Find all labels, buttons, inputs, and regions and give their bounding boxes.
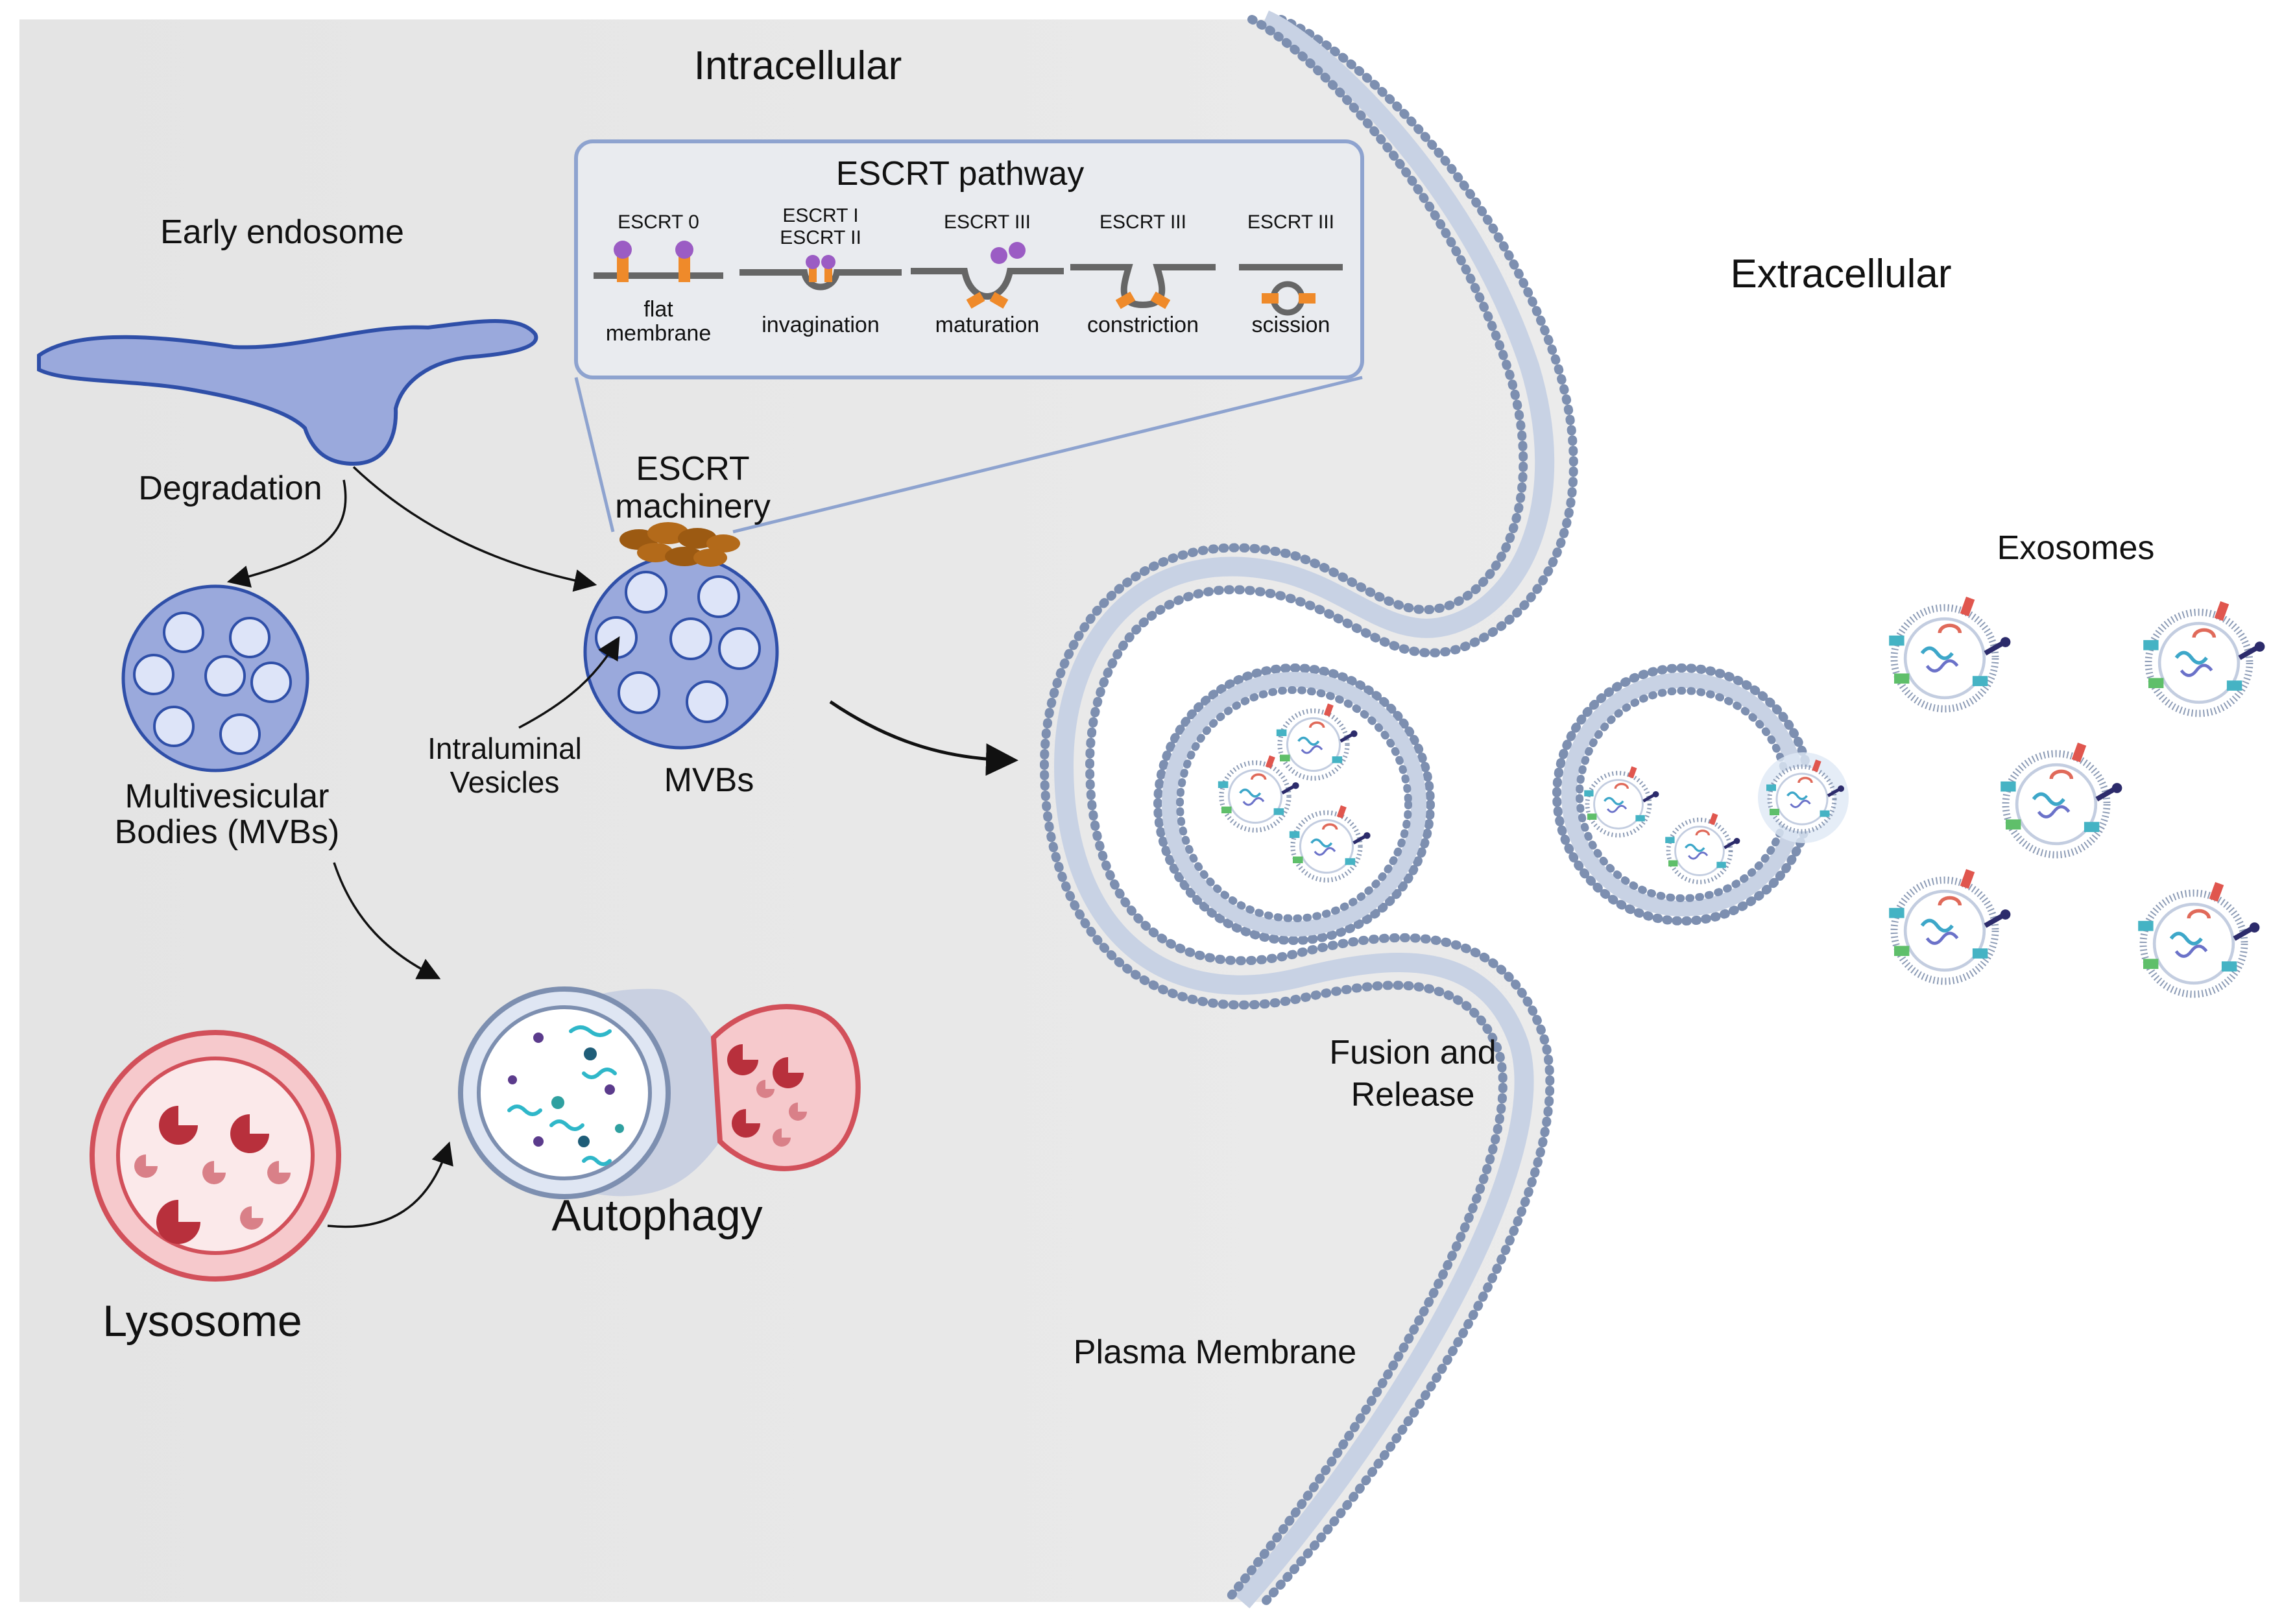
exosome-icon — [1218, 755, 1299, 833]
escrt-step-4: ESCRT III constriction — [1070, 211, 1216, 337]
mvb-label-1: Multivesicular — [125, 778, 330, 815]
escrt-machinery-label-1: ESCRT — [636, 450, 749, 488]
escrt-membrane-icon — [739, 255, 902, 291]
escrt-step-3: ESCRT III maturation — [911, 211, 1064, 337]
autophagy-label: Autophagy — [551, 1191, 762, 1240]
exosome-icon — [1289, 805, 1371, 883]
escrt-step-stage-label: invagination — [762, 313, 879, 337]
escrt-pathway-title: ESCRT pathway — [836, 155, 1084, 193]
mvb-label-2: Bodies (MVBs) — [115, 813, 340, 851]
mvbs-label: MVBs — [664, 761, 754, 799]
ilv-label-2: Vesicles — [450, 765, 560, 799]
escrt-membrane-icon — [594, 241, 723, 282]
escrt-step-stage-label-2: membrane — [606, 321, 712, 346]
escrt-step-complex-label: ESCRT I — [782, 205, 858, 226]
early-endosome-label: Early endosome — [160, 213, 404, 251]
escrt-step-5: ESCRT III scission — [1239, 211, 1343, 337]
exosome-icon — [1276, 703, 1358, 781]
escrt-step-complex-label-2: ESCRT II — [780, 227, 861, 248]
escrt-step-stage-label: flat — [643, 297, 673, 322]
extracellular-label: Extracellular — [1730, 252, 1951, 296]
escrt-step-stage-label: constriction — [1087, 313, 1199, 337]
escrt-machinery — [619, 522, 740, 567]
arrow-endosome-to-escrt-mvb — [352, 466, 597, 592]
arrow-ilv-pointer — [518, 636, 620, 729]
multivesicular-body-right — [583, 554, 779, 750]
exosome-icon — [1584, 766, 1659, 838]
arrow-mvb-to-autophagy — [333, 862, 441, 979]
escrt-membrane-icon — [1070, 264, 1216, 309]
lysosome — [90, 1030, 341, 1282]
ilv-label-1: Intraluminal — [427, 732, 582, 765]
arrow-degradation-to-mvb — [226, 479, 347, 588]
escrt-step-complex-label: ESCRT III — [944, 211, 1031, 233]
exosomes — [1218, 596, 2265, 998]
exosome-icon — [1889, 868, 2011, 985]
fusion-label-1: Fusion and — [1329, 1034, 1496, 1071]
exosome-icon — [1766, 759, 1844, 834]
plasma-membrane — [1039, 10, 1578, 1608]
escrt-membrane-icon — [911, 242, 1064, 309]
fusion-label-2: Release — [1351, 1076, 1475, 1114]
autophagosome — [458, 986, 861, 1199]
intracellular-region — [19, 19, 1574, 1602]
escrt-machinery-label-2: machinery — [615, 488, 771, 525]
early-endosome — [37, 319, 538, 466]
exosome-icon — [1889, 596, 2011, 713]
exosome-icon — [2138, 881, 2260, 998]
escrt-membrane-icon — [1239, 264, 1343, 316]
intracellular-label: Intracellular — [694, 43, 902, 88]
escrt-step-complex-label: ESCRT 0 — [618, 211, 699, 233]
arrow-lysosome-to-autophagy — [327, 1141, 453, 1228]
fusing-mvb — [1153, 663, 1435, 945]
lysosome-label: Lysosome — [102, 1296, 302, 1346]
pathway-arrows — [226, 466, 1018, 1228]
arrow-to-fusion — [829, 700, 1018, 776]
degradation-label: Degradation — [138, 470, 322, 507]
multivesicular-body-left — [121, 584, 309, 772]
escrt-step-complex-label: ESCRT III — [1099, 211, 1186, 233]
escrt-step-stage-label: maturation — [935, 313, 1040, 337]
escrt-step-complex-label: ESCRT III — [1247, 211, 1334, 233]
exosome-icon — [1665, 813, 1740, 885]
plasma-membrane-label: Plasma Membrane — [1074, 1333, 1356, 1371]
exosome-icon — [2001, 742, 2122, 859]
exosomes-label: Exosomes — [1997, 529, 2155, 567]
exosome-icon — [2143, 601, 2265, 717]
escrt-step-stage-label: scission — [1252, 313, 1330, 337]
